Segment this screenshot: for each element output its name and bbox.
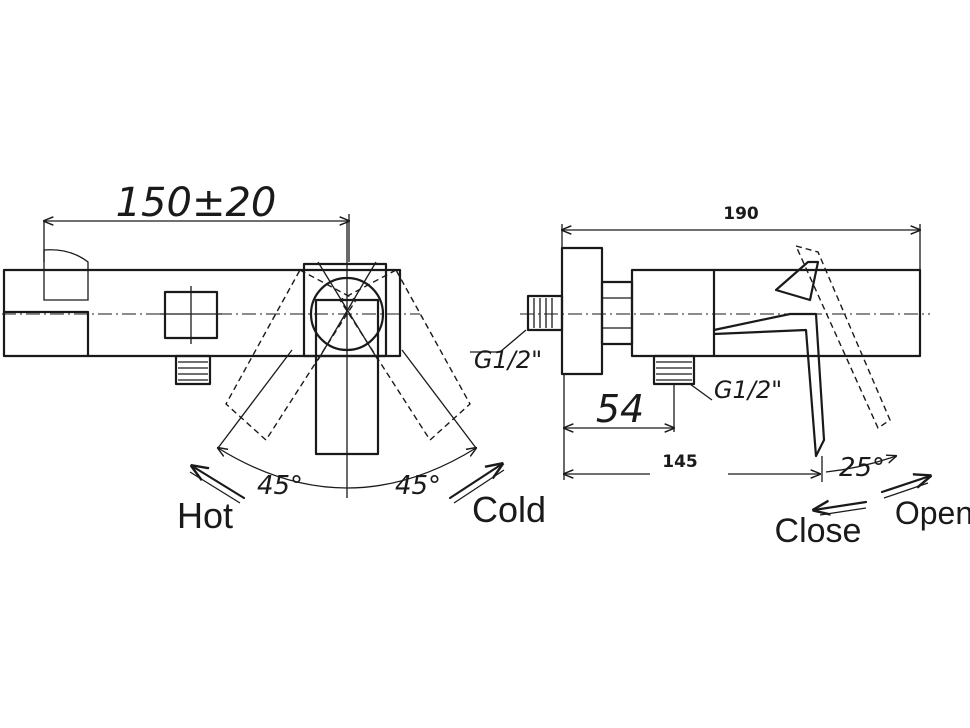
thread-outlet-label: G1/2" [714,376,782,404]
open-arrow [880,476,930,499]
side-outlet-thread [652,354,696,386]
hot-label: Hot [177,495,233,536]
handle-hot-position [225,269,357,442]
thread-inlet-leader [499,329,527,353]
angle-left-label: 45° [257,471,303,501]
close-arrow [814,502,868,515]
length-label: 190 [723,204,759,224]
close-label: Close [775,512,862,550]
depth-label: 145 [662,452,698,472]
handle-cold-position [339,269,471,442]
angle-right-label: 45° [395,471,441,501]
wall-flange [560,246,604,376]
lever-open-position [794,244,891,430]
cold-arrow [448,464,504,504]
lever-closed [712,312,826,458]
front-thread-connector [174,354,212,386]
hex-nut [600,280,634,346]
spout-outline [2,310,90,358]
rotation-arc [218,448,476,489]
lever-knob [774,260,820,302]
front-view: 150±20 45° 45° Hot Cold [2,180,546,536]
hot-arrow [190,466,246,504]
valve-housing [302,262,388,358]
side-body [630,268,922,358]
side-view: 190 54 145 G1/2" G1/2" 25° Close Open [470,204,970,550]
inlet-offset-label: 54 [596,387,644,431]
cold-label: Cold [472,489,546,530]
lever-angle-label: 25° [839,453,885,483]
spout-cap [43,249,89,301]
thread-inlet-label: G1/2" [474,346,542,374]
side-inlet-thread [526,294,564,332]
open-label: Open [895,495,970,531]
angle-ray-right [401,349,477,449]
lever-angle-arc [825,456,896,473]
angle-ray-left [217,349,293,449]
width-label: 150±20 [116,180,277,226]
thread-outlet-leader [689,383,713,401]
